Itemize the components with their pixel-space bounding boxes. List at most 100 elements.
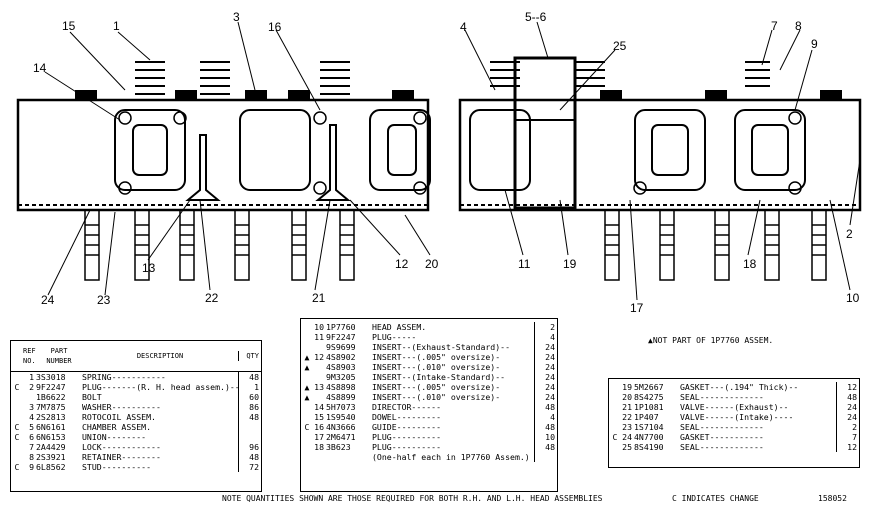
part-number: 7M7875 <box>36 402 66 412</box>
callout-15: 15 <box>62 19 76 33</box>
quantity: 48 <box>238 452 261 462</box>
ref-number: 22 <box>622 412 632 422</box>
quantity: 1 <box>238 382 261 392</box>
description: WASHER---------- <box>82 402 161 412</box>
part-number: 2M6471 <box>326 432 356 442</box>
part-number <box>326 452 372 462</box>
ref-number <box>313 452 326 462</box>
description: PLUG-------(R. H. head assem.)-- <box>82 382 238 392</box>
row-mark: C <box>14 422 20 432</box>
ref-number <box>313 342 326 352</box>
quantity: 24 <box>534 372 557 382</box>
row-mark: ▲ <box>304 382 310 392</box>
description: GASKET----------- <box>680 432 764 442</box>
callout-22: 22 <box>205 291 219 305</box>
row-mark <box>609 392 621 402</box>
ref-number: 6 <box>29 432 34 442</box>
callout-10: 10 <box>846 291 860 305</box>
description: SEAL------------- <box>680 442 764 452</box>
row-mark <box>301 432 313 442</box>
row-mark <box>609 402 621 412</box>
callout-23: 23 <box>97 293 111 307</box>
quantity: 7 <box>836 432 859 442</box>
description: INSERT---(.010" oversize)- <box>372 362 501 372</box>
description: VALVE------(Exhaust)-- <box>680 402 789 412</box>
quantity <box>238 432 261 442</box>
quantity: 48 <box>238 372 261 382</box>
description: DIRECTOR------ <box>372 402 442 412</box>
part-number: 3S3018 <box>36 372 66 382</box>
description: ROTOCOIL ASSEM. <box>82 412 156 422</box>
row-mark <box>609 422 621 432</box>
ref-number: 25 <box>622 442 632 452</box>
quantity: 72 <box>238 462 261 472</box>
quantity: 48 <box>534 402 557 412</box>
description: INSERT--(Exhaust-Standard)-- <box>372 342 511 352</box>
quantity: 24 <box>534 362 557 372</box>
row-mark <box>11 412 23 422</box>
ref-number: 1 <box>29 372 34 382</box>
ref-number: 21 <box>622 402 632 412</box>
part-number: 6L8562 <box>36 462 66 472</box>
row-mark <box>609 412 621 422</box>
part-header: PART NUMBER <box>46 347 72 365</box>
row-mark: C <box>304 422 310 432</box>
row-mark <box>609 442 621 452</box>
quantity: 12 <box>836 382 859 392</box>
row-mark <box>11 372 23 382</box>
ref-number: 4 <box>29 412 34 422</box>
callout-21: 21 <box>312 291 326 305</box>
row-mark: C <box>14 382 20 392</box>
ref-number: 19 <box>622 382 632 392</box>
ref-number: 17 <box>314 432 324 442</box>
ref-number: 5 <box>29 422 34 432</box>
quantity: 24 <box>836 402 859 412</box>
row-mark <box>11 442 23 452</box>
row-mark <box>301 372 313 382</box>
row-mark <box>609 382 621 392</box>
table-header: REF NO. PART NUMBER DESCRIPTION QTY <box>11 341 261 372</box>
part-number: 1P7760 <box>326 322 356 332</box>
callout-9: 9 <box>811 37 818 51</box>
drawing-number: 158052 <box>818 494 847 503</box>
ref-number: 16 <box>314 422 324 432</box>
quantity: 48 <box>238 412 261 422</box>
quantity: 96 <box>238 442 261 452</box>
part-number: 6N6153 <box>36 432 66 442</box>
quantity: 48 <box>534 442 557 452</box>
description: PLUG---------- <box>372 432 442 442</box>
quantity: 2 <box>534 322 557 332</box>
description: SPRING----------- <box>82 372 166 382</box>
callout-3: 3 <box>233 10 240 24</box>
callout-13: 13 <box>142 261 156 275</box>
desc-header: DESCRIPTION <box>136 352 184 360</box>
row-mark: C <box>14 432 20 442</box>
not-part-note: ▲NOT PART OF 1P7760 ASSEM. <box>648 336 774 345</box>
part-number: 5H7073 <box>326 402 356 412</box>
ref-number <box>23 392 36 402</box>
qty-header: QTY <box>238 351 261 361</box>
description: INSERT---(.010" oversize)- <box>372 392 501 402</box>
description: PLUG---------- <box>372 442 442 452</box>
ref-number: 13 <box>314 382 324 392</box>
ref-number: 9 <box>29 462 34 472</box>
quantity: 48 <box>836 392 859 402</box>
part-number: 9F2247 <box>36 382 66 392</box>
ref-number: 14 <box>314 402 324 412</box>
row-mark <box>301 412 313 422</box>
